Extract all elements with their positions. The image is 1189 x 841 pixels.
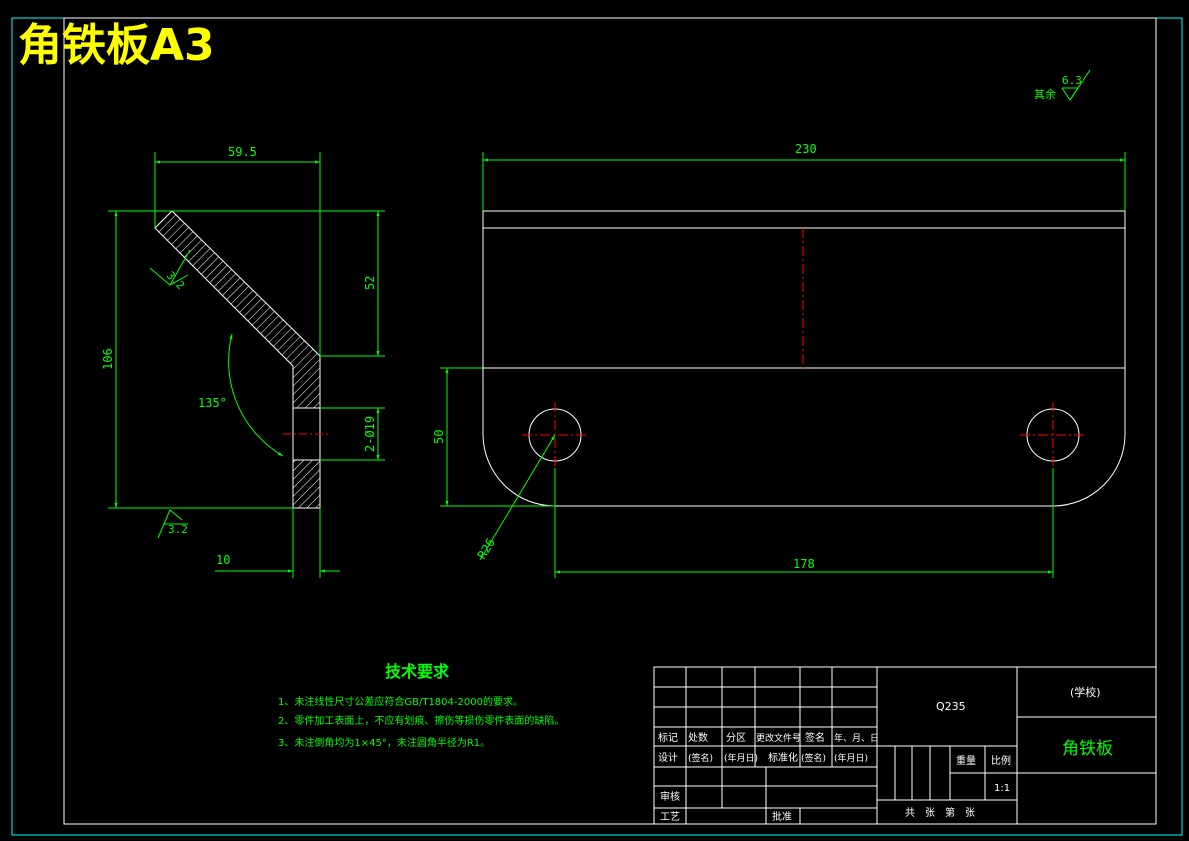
process-label: 工艺 <box>660 811 680 823</box>
dim-radius: R26 <box>475 536 498 562</box>
weight-label: 重量 <box>956 754 976 767</box>
front-view: 230 50 178 R26 <box>432 142 1126 578</box>
dim-hole-spacing: 178 <box>793 557 815 571</box>
review-label: 审核 <box>660 790 680 803</box>
dim-height: 106 <box>101 348 115 370</box>
dim-line-radius <box>479 434 556 561</box>
rev-header-count: 处数 <box>688 731 708 744</box>
design-label: 设计 <box>658 751 678 764</box>
drawing-title: 角铁板A3 <box>18 20 215 71</box>
scale-label: 比例 <box>991 754 1011 767</box>
chamfer-roughness-symbol <box>149 249 191 286</box>
tech-heading: 技术要求 <box>385 662 450 681</box>
tech-requirements: 技术要求 1、未注线性尺寸公差应符合GB/T1804-2000的要求。 2、零件… <box>278 662 564 749</box>
front-top-flange <box>482 210 1126 229</box>
dim-length: 230 <box>795 142 817 156</box>
angle-arc <box>228 333 284 457</box>
approve-label: 批准 <box>772 810 792 823</box>
chamfer-roughness-value: 3.2 <box>164 269 187 292</box>
rev-header-sign: 签名 <box>805 731 825 744</box>
dim-width: 59.5 <box>228 145 257 159</box>
general-roughness-symbol: 其余 6.3 <box>1034 69 1091 101</box>
standard-sign: (签名) <box>801 752 826 764</box>
tech-item-3: 3、未注倒角均为1×45°，未注圆角半径为R1。 <box>278 736 490 749</box>
rev-header-docno: 更改文件号 <box>756 732 801 744</box>
dim-holes: 2-Ø19 <box>363 416 377 452</box>
standard-label: 标准化 <box>768 751 798 764</box>
side-view: 59.5 106 52 2-Ø19 10 135° 3.2 3.2 <box>101 145 385 578</box>
rev-header-mark: 标记 <box>658 732 678 744</box>
part-name: 角铁板 <box>1062 739 1113 759</box>
side-section-lower <box>292 459 321 509</box>
dim-thickness: 10 <box>216 553 230 567</box>
outer-frame <box>11 17 1183 836</box>
rev-header-date: 年、月、日 <box>834 732 879 744</box>
school: (学校) <box>1070 685 1101 699</box>
standard-date: (年月日) <box>834 752 868 764</box>
bottom-roughness-value: 3.2 <box>168 523 188 536</box>
design-sign: (签名) <box>688 752 713 764</box>
tech-item-1: 1、未注线性尺寸公差应符合GB/T1804-2000的要求。 <box>278 695 523 708</box>
title-block: 标记 处数 分区 更改文件号 签名 年、月、日 设计 (签名) (年月日) 标准… <box>653 666 1157 825</box>
dim-front-height: 50 <box>432 430 446 444</box>
inner-frame <box>63 17 1157 825</box>
tech-item-2: 2、零件加工表面上，不应有划痕、擦伤等损伤零件表面的缺陷。 <box>278 714 564 727</box>
sheets-text: 共 张 第 张 <box>905 806 975 819</box>
material: Q235 <box>936 700 966 713</box>
general-roughness-label: 其余 <box>1034 87 1056 101</box>
scale-value: 1:1 <box>994 783 1010 794</box>
angle-label: 135° <box>198 396 227 410</box>
rev-header-zone: 分区 <box>726 732 746 744</box>
front-base-outline <box>482 434 1126 507</box>
side-section-upper <box>154 210 321 409</box>
dim-upper-height: 52 <box>363 276 377 290</box>
general-roughness-value: 6.3 <box>1062 74 1082 87</box>
bottom-roughness-symbol <box>157 509 188 539</box>
design-date: (年月日) <box>724 752 758 764</box>
